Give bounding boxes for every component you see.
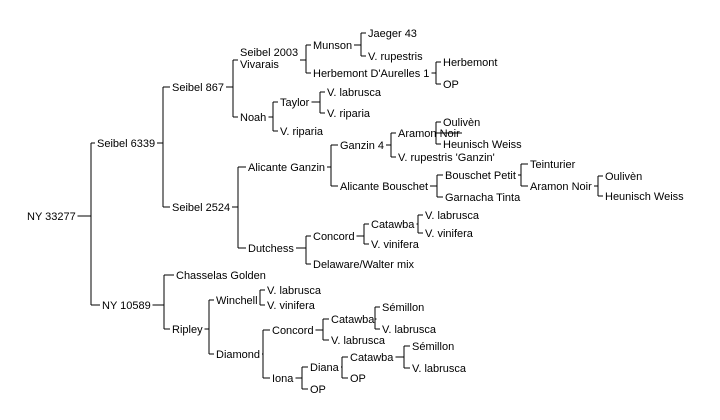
- node-iona: Iona: [272, 373, 294, 385]
- node-diana: Diana: [310, 362, 340, 374]
- node-concord: Concord: [313, 231, 355, 243]
- node-garnacha-tinta: Garnacha Tinta: [445, 192, 521, 204]
- node-delaware-walter-mix: Delaware/Walter mix: [313, 259, 415, 271]
- node-v-riparia: V. riparia: [327, 108, 371, 120]
- node-v-vinifera: V. vinifera: [425, 228, 474, 240]
- node-bouschet-petit: Bouschet Petit: [445, 170, 516, 182]
- node-alicante-ganzin: Alicante Ganzin: [248, 162, 325, 174]
- node-ny-33277: NY 33277: [27, 211, 76, 223]
- node-jaeger-43: Jaeger 43: [368, 28, 417, 40]
- node-v-labrusca: V. labrusca: [412, 363, 467, 375]
- node-seibel-2003: Seibel 2003: [240, 47, 298, 59]
- node-seibel-2524: Seibel 2524: [172, 202, 230, 214]
- node-ripley: Ripley: [172, 324, 203, 336]
- node-herbemont: Herbemont: [443, 57, 497, 69]
- node-v-labrusca: V. labrusca: [382, 324, 437, 336]
- node-herbemont-d-aurelles-1: Herbemont D'Aurelles 1: [313, 68, 429, 80]
- node-concord: Concord: [272, 325, 314, 337]
- node-munson: Munson: [313, 40, 352, 52]
- node-noah: Noah: [240, 112, 266, 124]
- node-v-vinifera: V. vinifera: [371, 239, 420, 251]
- node-op: OP: [443, 79, 459, 91]
- node-taylor: Taylor: [280, 97, 310, 109]
- node-seibel-867: Seibel 867: [172, 82, 224, 94]
- node-catawba: Catawba: [350, 352, 394, 364]
- node-catawba: Catawba: [331, 314, 375, 326]
- node-v-labrusca: V. labrusca: [327, 87, 382, 99]
- node-v-vinifera: V. vinifera: [267, 300, 316, 312]
- node-winchell: Winchell: [216, 295, 258, 307]
- node-ganzin-4: Ganzin 4: [340, 140, 384, 152]
- node-op: OP: [350, 373, 366, 385]
- node-ny-10589: NY 10589: [102, 300, 151, 312]
- node-heunisch-weiss: Heunisch Weiss: [443, 139, 522, 151]
- node-s-millon: Sémillon: [412, 341, 454, 353]
- node-chasselas-golden: Chasselas Golden: [176, 270, 266, 282]
- node-v-riparia: V. riparia: [280, 126, 324, 138]
- node-aramon-noir: Aramon Noir: [530, 181, 592, 193]
- node-v-labrusca: V. labrusca: [331, 335, 386, 347]
- node-heunisch-weiss: Heunisch Weiss: [605, 191, 684, 203]
- node-diamond: Diamond: [216, 349, 260, 361]
- node-aramon-noir: Aramon Noir: [398, 128, 460, 140]
- node-catawba: Catawba: [371, 219, 415, 231]
- node-s-millon: Sémillon: [382, 302, 424, 314]
- node-seibel-2003-line2: Vivarais: [240, 59, 279, 71]
- node-teinturier: Teinturier: [530, 159, 576, 171]
- node-v-rupestris: V. rupestris: [368, 51, 423, 63]
- node-seibel-6339: Seibel 6339: [97, 138, 155, 150]
- node-v-rupestris-ganzin: V. rupestris 'Ganzin': [398, 152, 495, 164]
- node-v-labrusca: V. labrusca: [425, 210, 480, 222]
- node-ouliv-n: Oulivèn: [443, 117, 480, 129]
- node-op: OP: [310, 384, 326, 396]
- node-dutchess: Dutchess: [248, 243, 294, 255]
- node-alicante-bouschet: Alicante Bouschet: [340, 181, 428, 193]
- node-ouliv-n: Oulivèn: [605, 171, 642, 183]
- node-v-labrusca: V. labrusca: [267, 285, 322, 297]
